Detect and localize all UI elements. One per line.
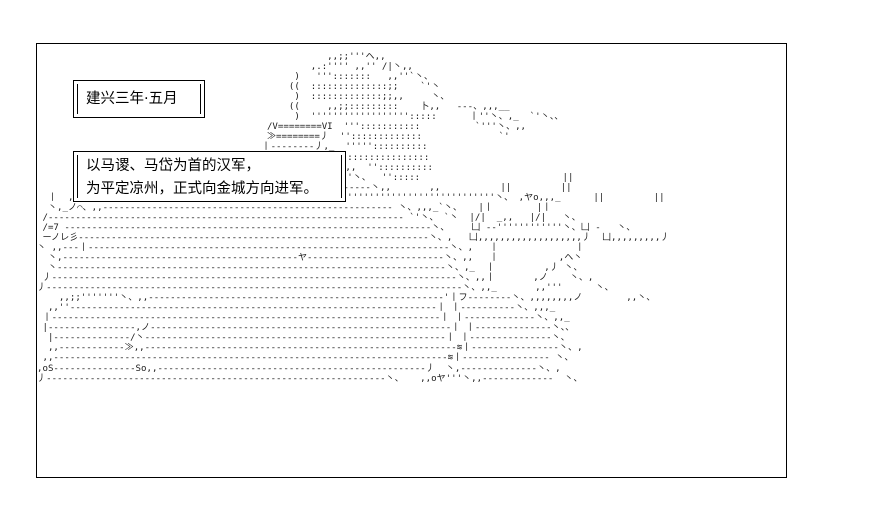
date-box-inner-border	[77, 84, 201, 114]
date-caption-box: 建兴三年·五月	[73, 80, 205, 118]
date-caption-text: 建兴三年·五月	[86, 91, 178, 107]
narration-text: 以马谡、马岱为首的汉军， 为平定凉州，正式向金城方向进军。	[74, 152, 345, 201]
narration-box: 以马谡、马岱为首的汉军， 为平定凉州，正式向金城方向进军。	[73, 151, 346, 202]
narration-line-2: 为平定凉州，正式向金城方向进军。	[86, 181, 318, 197]
narration-line-1: 以马谡、马岱为首的汉军，	[86, 158, 260, 174]
aa-panel-frame: ,,;;'''ヘ,, ,.:'''' ,,'' /|丶,,	[36, 43, 787, 478]
narration-box-inner-border	[77, 155, 342, 198]
